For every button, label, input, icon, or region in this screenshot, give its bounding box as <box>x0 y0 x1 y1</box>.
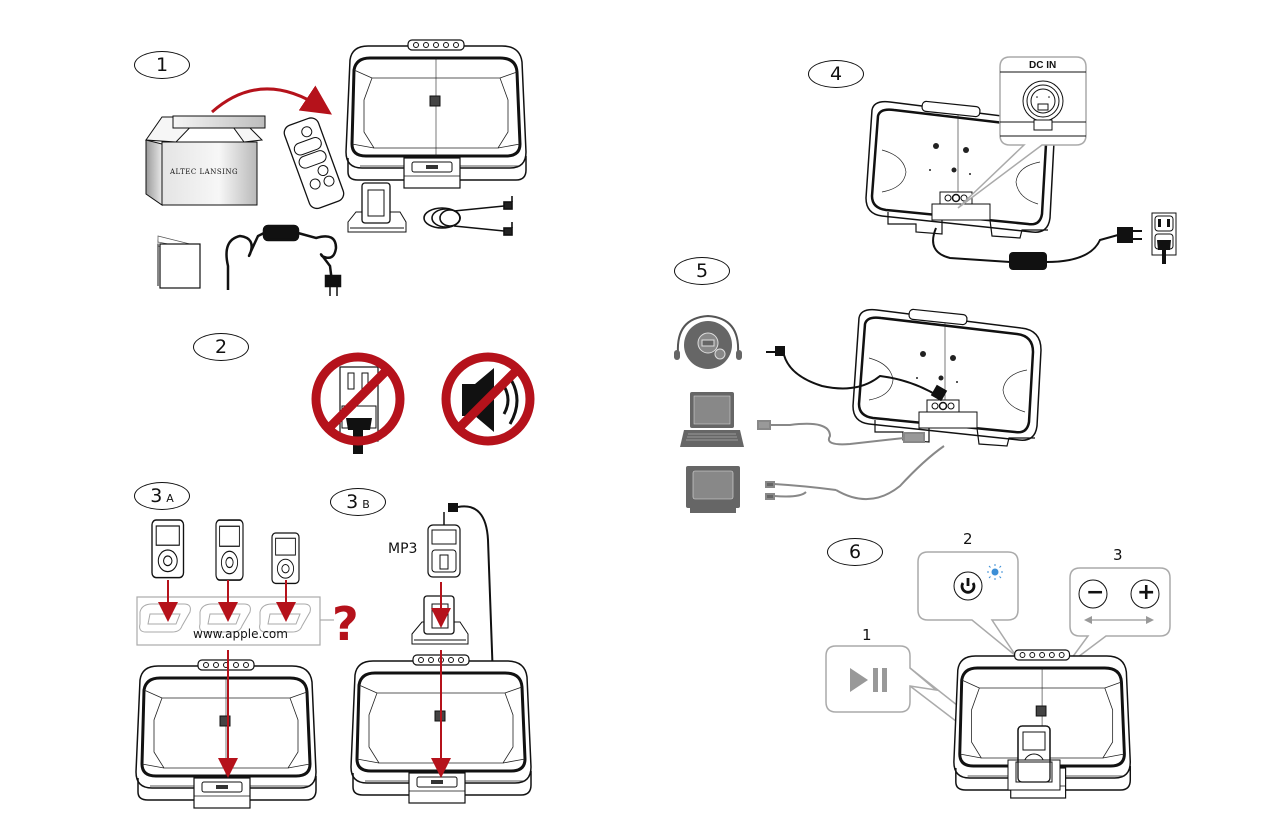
step4-group <box>864 56 1177 270</box>
laptop-icon <box>680 392 744 447</box>
step-number: 6 <box>848 541 862 563</box>
cd-player-icon <box>674 314 742 369</box>
step-number: 3 <box>346 491 359 513</box>
mp3-label: MP3 <box>388 541 418 557</box>
step-sub: A <box>166 491 174 505</box>
step3b-group <box>349 503 533 805</box>
callout-number-2: 2 <box>963 530 973 548</box>
ipod-stand-icon <box>347 182 407 233</box>
usb-cable-icon <box>757 420 925 446</box>
volume-plus-icon: + <box>1137 580 1156 605</box>
power-led-icon <box>987 564 1003 580</box>
step2-group <box>311 352 535 454</box>
speaker-back-5-icon <box>851 307 1043 448</box>
manual-booklet-icon <box>157 235 201 289</box>
step-sub: B <box>362 497 370 511</box>
mp3-player-icon <box>427 503 461 578</box>
question-mark-icon: ? <box>332 597 359 651</box>
step-badge-1: 1 <box>134 51 190 79</box>
callout-number-3: 3 <box>1113 546 1123 564</box>
product-box-icon <box>145 115 266 206</box>
volume-minus-icon: − <box>1086 580 1105 605</box>
box-brand-label: ALTEC LANSING <box>170 168 239 176</box>
play-icon <box>850 668 868 692</box>
docked-ipod-icon <box>1007 725 1061 791</box>
ipod-classic-icon <box>151 519 185 579</box>
ipod-mini-icon <box>271 532 300 585</box>
power-adapter-icon <box>225 224 342 296</box>
step1-group <box>145 38 528 296</box>
audio-cable-icon <box>423 196 513 236</box>
no-sound-warning-icon <box>441 352 535 446</box>
tv-icon <box>686 466 740 513</box>
callout-number-1: 1 <box>862 626 872 644</box>
red-arrow-icon <box>211 85 332 115</box>
apple-url-label: www.apple.com <box>193 627 288 641</box>
step3a-group <box>134 519 334 810</box>
step-badge-5: 5 <box>674 257 730 285</box>
rca-cable-icon <box>765 445 945 501</box>
no-unplug-warning-icon <box>311 352 405 454</box>
step-badge-2: 2 <box>193 333 249 361</box>
remote-control-icon <box>283 117 345 210</box>
step6-group <box>825 551 1171 800</box>
step-number: 1 <box>155 54 169 76</box>
ipod-tall-icon <box>215 519 244 581</box>
pause-bar-icon <box>873 668 878 692</box>
step5-group <box>674 307 1043 513</box>
step-number: 3 <box>150 485 163 507</box>
aux-cable-icon <box>766 346 948 402</box>
power-callout <box>917 551 1019 657</box>
power-cable-icon <box>932 227 1142 270</box>
step-badge-4: 4 <box>808 60 864 88</box>
speaker-dock-icon <box>344 38 528 190</box>
wall-outlet-icon <box>1151 212 1177 264</box>
step-number: 4 <box>829 63 843 85</box>
play-pause-callout <box>825 645 939 713</box>
step-number: 2 <box>214 336 228 358</box>
speaker-dock-3a-icon <box>134 658 318 810</box>
step-number: 5 <box>695 260 709 282</box>
dc-in-label: DC IN <box>1029 60 1057 71</box>
step-badge-6: 6 <box>827 538 883 566</box>
